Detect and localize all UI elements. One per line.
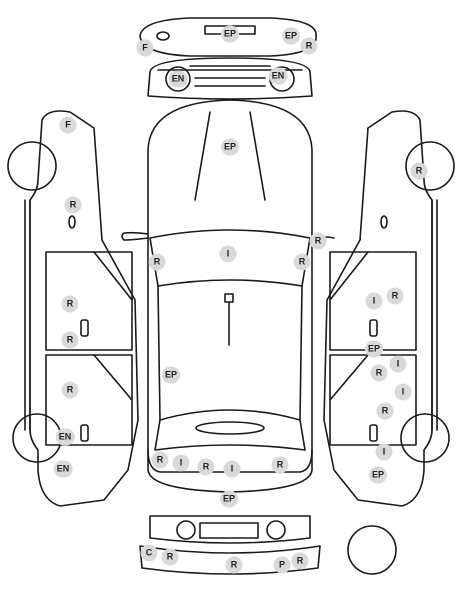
damage-label: R (64, 196, 82, 214)
damage-label: R (386, 287, 404, 305)
damage-label: R (300, 37, 318, 55)
damage-label: EN (53, 460, 73, 478)
damage-label: EN (168, 70, 188, 88)
damage-label: EP (364, 340, 384, 358)
damage-label: R (61, 295, 79, 313)
damage-label: R (291, 552, 309, 570)
damage-label: I (219, 245, 237, 263)
damage-label: P (273, 556, 291, 574)
damage-label: I (223, 460, 241, 478)
damage-label: I (375, 443, 393, 461)
damage-label: R (271, 456, 289, 474)
damage-label: EP (220, 138, 240, 156)
damage-label: EN (55, 428, 75, 446)
damage-label: EP (368, 466, 388, 484)
damage-label: R (148, 253, 166, 271)
damage-label: R (61, 381, 79, 399)
damage-label: R (309, 232, 327, 250)
damage-label: R (370, 364, 388, 382)
damage-label: R (376, 402, 394, 420)
damage-label: R (293, 253, 311, 271)
damage-label: C (140, 544, 158, 562)
damage-label: I (172, 454, 190, 472)
damage-label: R (225, 556, 243, 574)
damage-label: F (59, 116, 77, 134)
damage-label: EP (219, 490, 239, 508)
damage-label: EP (161, 366, 181, 384)
damage-label: R (161, 548, 179, 566)
rear-view (139, 515, 321, 575)
damage-label: R (197, 458, 215, 476)
damage-label: I (389, 355, 407, 373)
left-side-view (7, 110, 139, 507)
damage-label: I (394, 383, 412, 401)
spare-wheel (347, 525, 397, 575)
damage-label: EN (268, 67, 288, 85)
car-body-top (121, 99, 335, 493)
damage-label: R (410, 162, 428, 180)
damage-label: R (151, 451, 169, 469)
damage-label: I (365, 292, 383, 310)
damage-label: EP (281, 27, 301, 45)
damage-label: EP (220, 25, 240, 43)
damage-label: R (61, 331, 79, 349)
damage-label: F (136, 39, 154, 57)
